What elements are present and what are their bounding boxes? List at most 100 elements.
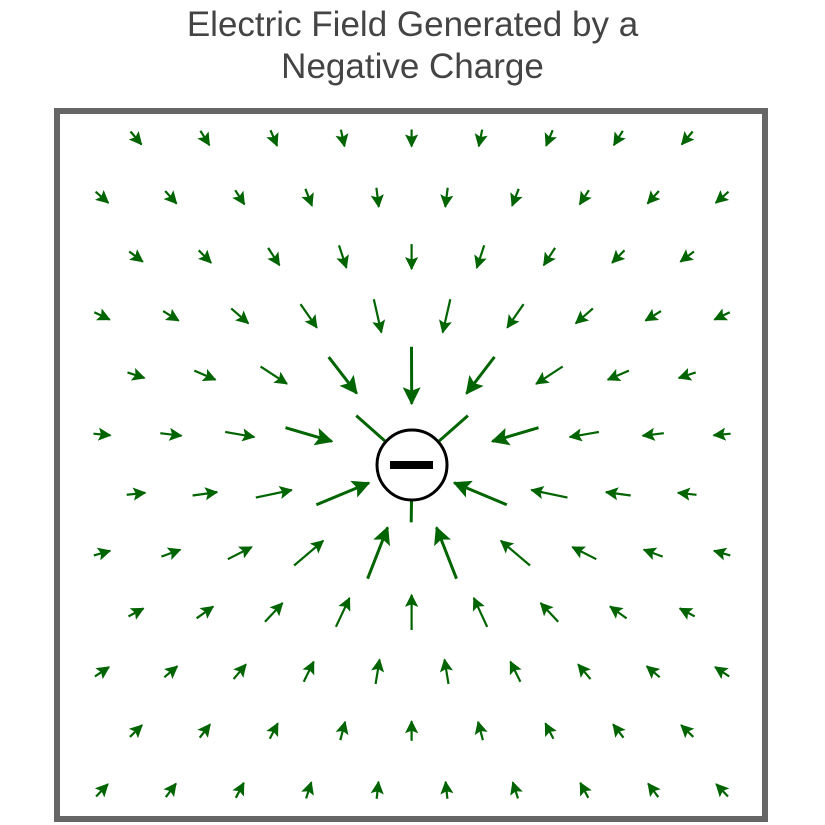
field-arrow [285,426,334,446]
field-arrow [334,597,351,628]
field-arrow [162,308,180,322]
field-arrow [677,367,697,381]
field-arrow [315,480,371,507]
field-arrow [371,658,385,685]
field-arrow [301,781,314,799]
field-arrow [336,245,349,269]
field-arrow [127,607,145,620]
field-arrow [676,487,697,501]
field-arrow [301,188,314,207]
field-arrow [163,782,177,798]
field-arrow [679,249,695,263]
field-arrow [327,356,358,395]
field-arrow [680,724,695,739]
field-arrow [571,546,597,561]
field-arrow [678,607,696,620]
field-arrow [544,129,557,147]
minus-icon [390,461,433,469]
field-arrow [197,723,211,739]
field-arrow [94,189,110,204]
field-arrow [609,605,628,620]
title-line-1: Electric Field Generated by a [186,5,639,44]
field-arrow [680,130,695,146]
field-arrow [94,783,109,798]
field-arrow [195,605,215,620]
field-arrow [366,526,390,580]
plot-frame [54,108,768,822]
field-arrow [93,308,111,321]
field-arrow [474,720,488,741]
field-arrow [259,365,288,385]
field-arrow [160,427,183,441]
field-arrow [440,780,454,799]
field-arrow [612,130,626,147]
field-arrow [644,308,662,322]
field-arrow [472,596,489,628]
field-arrow [225,428,256,442]
field-arrow [255,486,293,499]
title-line-2: Negative Charge [281,47,544,86]
field-arrow [715,783,730,798]
field-arrow [197,249,212,264]
field-arrow [579,781,592,799]
field-arrow [713,308,731,321]
field-arrow [266,129,279,147]
field-arrow [647,782,661,798]
field-arrow [452,480,508,507]
field-arrow [439,658,453,685]
field-arrow [370,780,384,799]
field-arrow [434,526,458,580]
field-arrow [264,602,284,623]
field-arrow [714,666,730,680]
field-arrow [499,539,531,567]
field-arrow [577,663,592,680]
field-arrow [530,486,568,499]
field-arrow [163,665,179,680]
field-arrow [161,547,182,560]
field-arrow [440,187,454,208]
field-arrow [94,666,111,680]
field-arrow [227,546,253,561]
field-arrow [544,722,557,740]
field-arrow [293,539,325,567]
field-arrow [302,660,315,683]
field-arrow [370,187,384,208]
field-arrow [299,303,318,329]
field-arrow [490,426,539,446]
field-arrow [266,722,279,740]
field-arrow [641,427,664,441]
field-arrow [127,367,146,381]
field-arrow [192,487,219,501]
field-arrow [645,665,661,680]
field-arrow [438,299,452,334]
field-arrow [578,189,592,206]
field-arrow [335,129,349,148]
field-arrow [712,427,731,441]
field-arrow [465,355,496,395]
field-arrow [509,660,522,683]
field-arrow [474,129,488,148]
field-arrow [510,188,523,207]
field-arrow [712,547,731,561]
field-arrow [510,781,523,799]
field-arrow [93,427,112,441]
field-arrow [232,189,246,206]
field-arrow [604,487,631,501]
field-arrow [574,307,594,325]
field-arrow [612,723,626,739]
field-arrow [267,247,281,267]
field-arrow [230,307,250,325]
field-arrow [568,428,600,442]
field-arrow [474,244,487,269]
field-arrow [611,249,626,264]
field-arrow [535,365,564,385]
field-arrow [232,663,247,680]
field-arrow [197,130,211,147]
field-arrow [646,190,661,205]
field-arrow [542,247,557,267]
field-arrow [606,368,630,382]
diagram-title: Electric Field Generated by a Negative C… [0,4,825,88]
field-arrow [128,724,143,739]
field-arrow [372,299,386,334]
